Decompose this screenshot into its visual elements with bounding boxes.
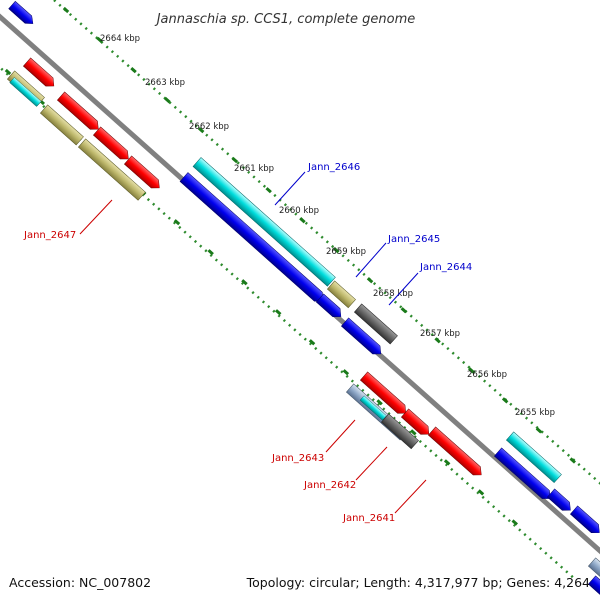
leader-line <box>394 479 427 514</box>
cds-block[interactable] <box>359 395 387 421</box>
kbp-label: 2656 kbp <box>467 370 507 380</box>
major-tick <box>410 429 417 436</box>
kbp-label: 2659 kbp <box>326 247 366 257</box>
cds-arrow[interactable] <box>587 575 600 600</box>
cds-block[interactable] <box>39 104 84 146</box>
major-tick <box>376 399 383 406</box>
major-tick <box>400 307 408 314</box>
cds-arrow[interactable] <box>56 91 102 133</box>
major-tick <box>477 489 485 496</box>
leader-line <box>388 272 419 306</box>
cds-block[interactable] <box>380 413 419 450</box>
cds-arrow[interactable] <box>315 293 344 321</box>
major-tick <box>511 519 518 526</box>
cds-arrow[interactable] <box>123 155 163 192</box>
major-tick <box>468 367 475 374</box>
cds-block[interactable] <box>77 138 146 201</box>
kbp-label: 2663 kbp <box>145 78 185 88</box>
gene-label-jann-2645[interactable]: Jann_2645 <box>387 234 440 245</box>
leader-line <box>274 171 306 206</box>
cds-block[interactable] <box>326 280 356 309</box>
major-tick <box>231 157 239 164</box>
gene-label-jann-2642[interactable]: Jann_2642 <box>303 480 356 491</box>
leader-line <box>355 446 388 481</box>
major-tick <box>569 457 576 464</box>
cds-arrow[interactable] <box>493 447 554 503</box>
major-tick <box>207 249 214 256</box>
kbp-label: 2657 kbp <box>420 329 460 339</box>
major-tick <box>434 337 441 344</box>
major-tick <box>501 397 509 404</box>
major-tick <box>366 277 374 284</box>
cds-arrow[interactable] <box>359 371 409 417</box>
cds-arrow[interactable] <box>340 317 384 358</box>
major-tick <box>299 217 306 224</box>
cds-arrow[interactable] <box>179 172 327 306</box>
gene-label-jann-2641[interactable]: Jann_2641 <box>342 513 395 524</box>
kbp-label: 2661 kbp <box>234 164 274 174</box>
major-tick <box>342 369 350 376</box>
cds-block[interactable] <box>505 431 562 484</box>
accession-text: Accession: NC_007802 <box>9 575 151 590</box>
major-tick <box>96 36 103 44</box>
cds-arrow[interactable] <box>400 408 432 439</box>
label-leaders <box>79 171 427 514</box>
cds-block[interactable] <box>9 77 42 107</box>
tick-track-outer <box>53 0 600 485</box>
leader-line <box>355 242 387 278</box>
cds-arrow[interactable] <box>569 505 600 537</box>
major-tick <box>130 66 137 74</box>
gene-label-jann-2646[interactable]: Jann_2646 <box>307 162 360 173</box>
leader-line <box>79 199 113 235</box>
kbp-label: 2658 kbp <box>373 289 413 299</box>
cds-arrow[interactable] <box>546 488 574 515</box>
genome-summary-text: Topology: circular; Length: 4,317,977 bp… <box>246 575 590 590</box>
cds-block[interactable] <box>587 557 600 594</box>
cds-block[interactable] <box>353 303 398 345</box>
major-tick <box>443 459 451 466</box>
kbp-label: 2662 kbp <box>189 122 229 132</box>
kbp-label: 2660 kbp <box>279 206 319 216</box>
major-ticks <box>4 6 576 526</box>
kbp-label: 2655 kbp <box>515 408 555 418</box>
major-tick <box>333 247 340 254</box>
leader-line <box>325 419 356 453</box>
major-tick <box>173 219 181 226</box>
major-tick <box>4 68 12 76</box>
major-tick <box>197 126 205 134</box>
kbp-label: 2664 kbp <box>100 34 140 44</box>
cds-block[interactable] <box>192 157 336 287</box>
major-tick <box>62 6 70 14</box>
major-tick <box>535 427 543 434</box>
major-tick <box>241 279 248 286</box>
cds-arrow[interactable] <box>92 126 132 163</box>
map-title: Jannaschia sp. CCS1, complete genome <box>154 12 416 27</box>
gene-label-jann-2644[interactable]: Jann_2644 <box>419 262 472 273</box>
gene-label-jann-2643[interactable]: Jann_2643 <box>271 453 324 464</box>
cds-arrow[interactable] <box>22 57 57 90</box>
gene-features <box>6 0 600 600</box>
cds-arrow[interactable] <box>8 0 37 27</box>
major-tick <box>308 339 316 346</box>
major-tick <box>164 96 171 104</box>
major-tick <box>265 187 272 194</box>
major-tick <box>275 309 282 316</box>
cds-arrow[interactable] <box>427 426 485 479</box>
gene-label-jann-2647[interactable]: Jann_2647 <box>23 230 76 241</box>
